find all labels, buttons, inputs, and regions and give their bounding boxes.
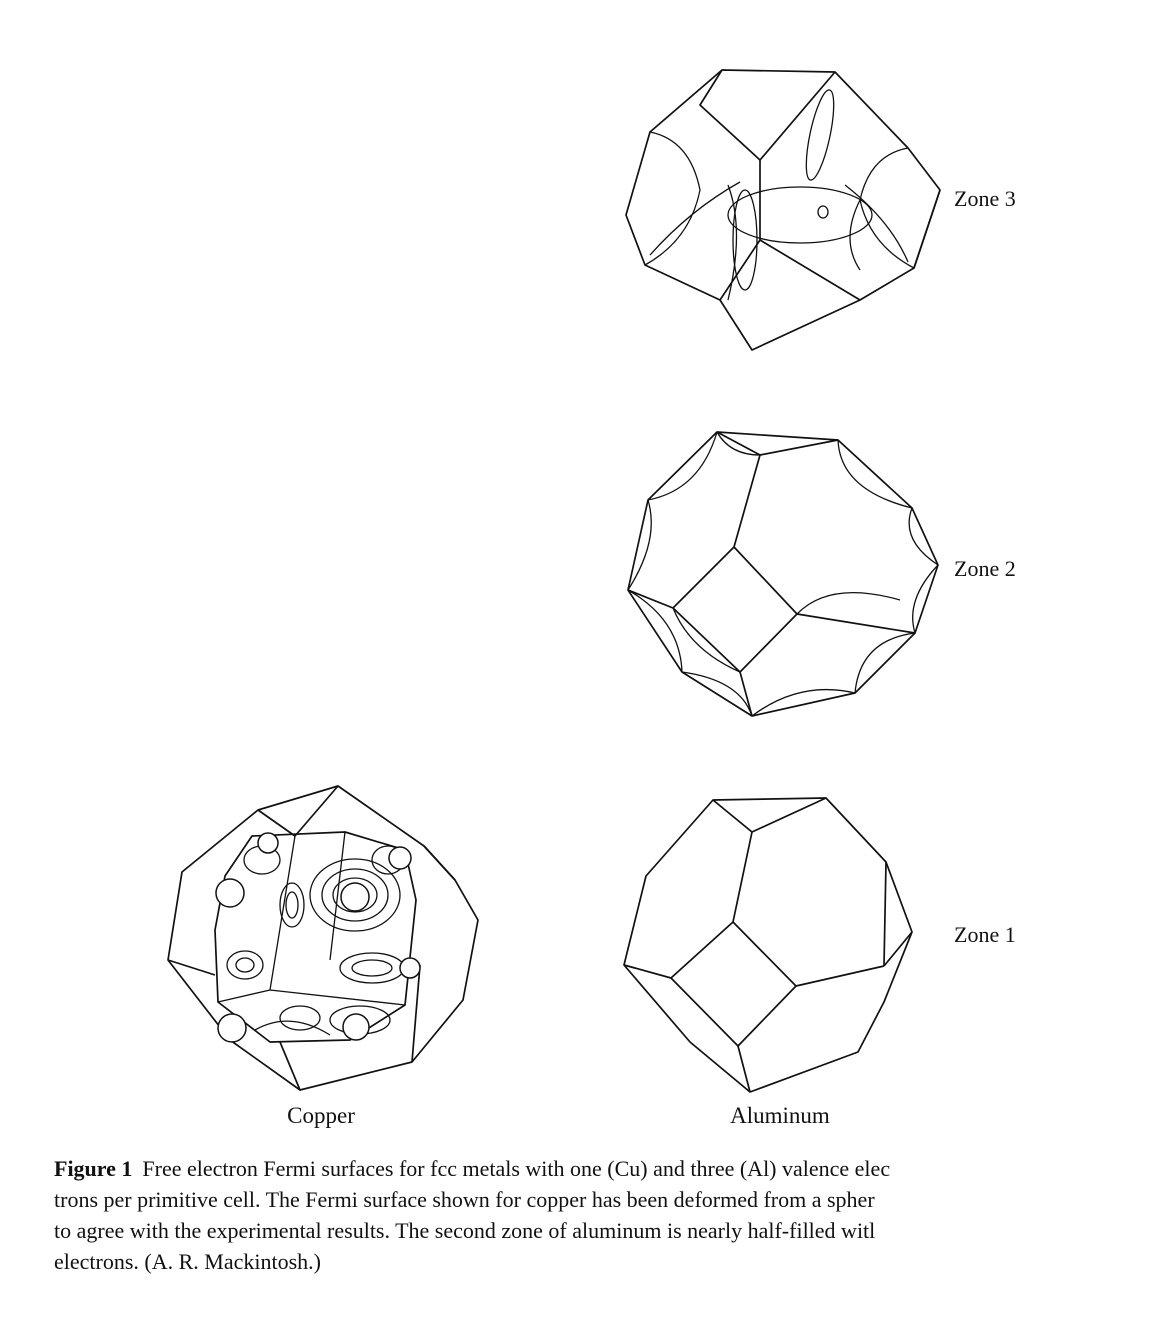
zone2-label: Zone 2 bbox=[954, 556, 1016, 581]
caption-line-2: trons per primitive cell. The Fermi surf… bbox=[54, 1187, 875, 1212]
aluminum-zone3-surface bbox=[625, 69, 941, 351]
copper-fermi-surface bbox=[167, 785, 479, 1091]
aluminum-zone2-surface bbox=[627, 431, 939, 717]
zone1-label: Zone 1 bbox=[954, 922, 1016, 947]
caption-line-4: electrons. (A. R. Mackintosh.) bbox=[54, 1249, 321, 1274]
copper-label: Copper bbox=[287, 1103, 355, 1128]
caption-line-1: Figure 1 Free electron Fermi surfaces for… bbox=[54, 1153, 1129, 1184]
caption-text-1: Free electron Fermi surfaces for fcc met… bbox=[142, 1156, 891, 1181]
figure-caption: Figure 1 Free electron Fermi surfaces for… bbox=[54, 1153, 1129, 1277]
zone3-label: Zone 3 bbox=[954, 186, 1016, 211]
caption-line-3: to agree with the experimental results. … bbox=[54, 1218, 876, 1243]
fermi-surface-figure bbox=[167, 69, 941, 1093]
figure-number: Figure 1 bbox=[54, 1156, 133, 1181]
aluminum-zone1-surface bbox=[623, 797, 913, 1093]
aluminum-label: Aluminum bbox=[730, 1103, 830, 1128]
